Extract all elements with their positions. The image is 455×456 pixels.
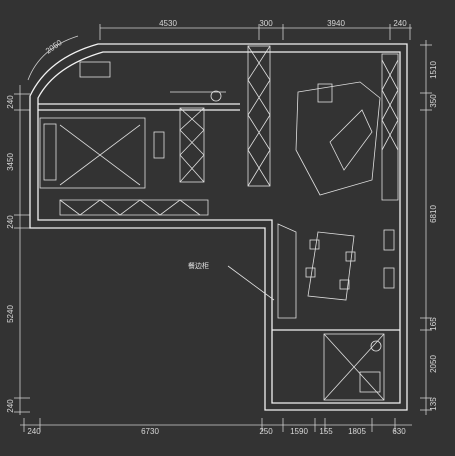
lattice-column-left [179, 107, 205, 183]
dim-top-1: 4530 [159, 19, 177, 28]
lattice-column-center [247, 45, 271, 187]
sideboard [277, 223, 297, 319]
dim-top-4: 240 [393, 19, 407, 28]
dim-bottom-1: 240 [27, 427, 41, 436]
dim-left-1: 240 [6, 95, 15, 109]
dim-bottom-5: 155 [319, 427, 333, 436]
sideboard-label: 餐边柜 [188, 261, 209, 270]
dining-table [307, 231, 355, 301]
dim-top-3: 3940 [327, 19, 345, 28]
dim-right-3: 6810 [429, 205, 438, 223]
dim-bottom-6: 1805 [348, 427, 366, 436]
furniture [39, 45, 399, 401]
dim-top-2: 300 [259, 19, 273, 28]
dim-right-6: 135 [429, 397, 438, 411]
dim-right-2: 350 [429, 94, 438, 108]
bathroom [323, 333, 385, 401]
dim-bottom-2: 6730 [141, 427, 159, 436]
dim-right-5: 2050 [429, 355, 438, 373]
dim-bottom-4: 1590 [290, 427, 308, 436]
dim-left-2: 3450 [6, 153, 15, 171]
dim-right-1: 1510 [429, 61, 438, 79]
ceiling-lamp [210, 90, 222, 102]
window-desk [79, 61, 111, 78]
arc-dimension [27, 35, 79, 81]
walls [29, 43, 408, 411]
sofa-area [295, 81, 381, 196]
dim-bottom-7: 630 [392, 427, 406, 436]
bed [39, 117, 146, 189]
dim-arc: 2050 [44, 38, 64, 56]
dimension-lines [14, 24, 432, 432]
dim-right-4: 165 [429, 317, 438, 331]
dim-left-3: 240 [6, 215, 15, 229]
nightstand [153, 131, 165, 159]
dim-left-4: 5240 [6, 305, 15, 323]
dim-bottom-3: 250 [259, 427, 273, 436]
dim-left-5: 240 [6, 399, 15, 413]
